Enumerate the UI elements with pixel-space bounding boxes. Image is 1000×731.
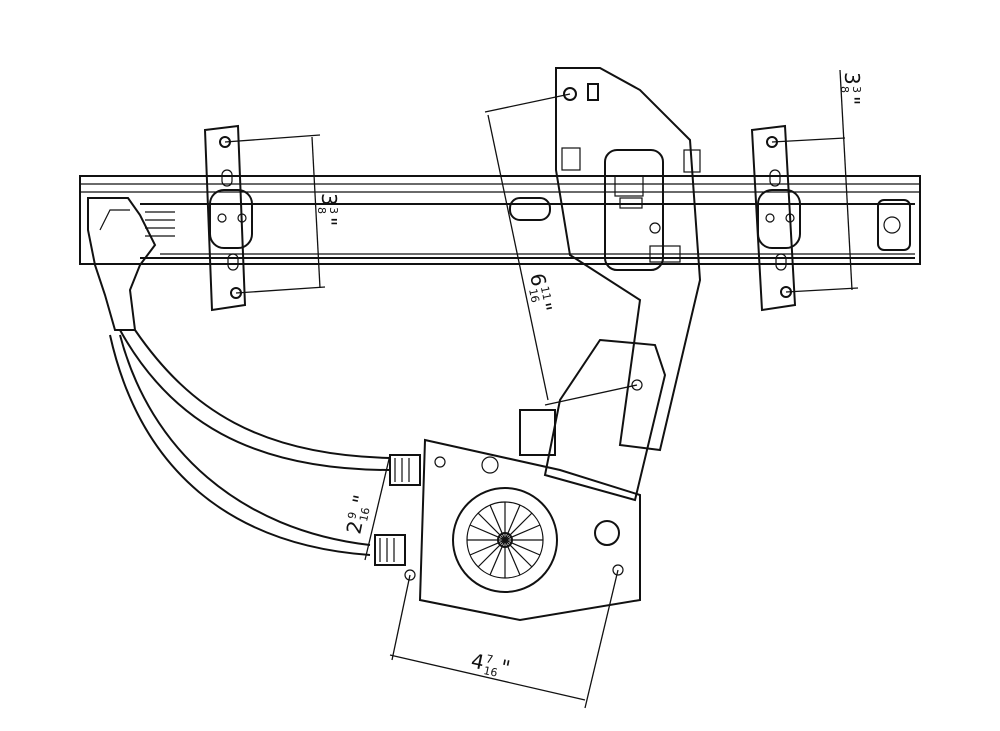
svg-text:2: 2 (341, 519, 367, 536)
svg-text:3: 3 (840, 72, 864, 85)
cables (109, 329, 391, 556)
dim-label-motor-width: 4 7 16 " (469, 648, 512, 680)
svg-text:": " (840, 96, 864, 105)
left-slider-bracket (203, 124, 253, 312)
svg-text:6: 6 (525, 271, 551, 288)
right-slider-bracket (750, 124, 801, 312)
svg-text:3: 3 (317, 193, 341, 206)
left-end-bracket (87, 197, 175, 331)
dimension-lines (224, 69, 859, 709)
svg-text:9: 9 (345, 511, 359, 521)
svg-text:": " (317, 217, 341, 226)
svg-text:": " (348, 493, 373, 507)
svg-text:11: 11 (538, 285, 554, 301)
dim-label-right-bracket: 3 3 8 " (838, 72, 864, 105)
svg-text:": " (498, 655, 512, 680)
svg-text:3: 3 (850, 86, 863, 93)
svg-text:7: 7 (485, 652, 495, 666)
svg-text:16: 16 (482, 664, 498, 680)
dim-label-left-bracket: 3 3 8 " (315, 193, 341, 226)
svg-text:8: 8 (838, 86, 851, 93)
dim-label-motor-height: 2 9 16 " (341, 493, 373, 536)
svg-text:3: 3 (327, 207, 340, 214)
svg-text:8: 8 (315, 207, 328, 214)
svg-text:4: 4 (469, 648, 486, 674)
svg-text:16: 16 (526, 287, 542, 303)
svg-text:16: 16 (357, 506, 373, 522)
right-end-stop (877, 199, 911, 251)
motor-assembly (374, 338, 667, 622)
center-plate (509, 67, 702, 452)
